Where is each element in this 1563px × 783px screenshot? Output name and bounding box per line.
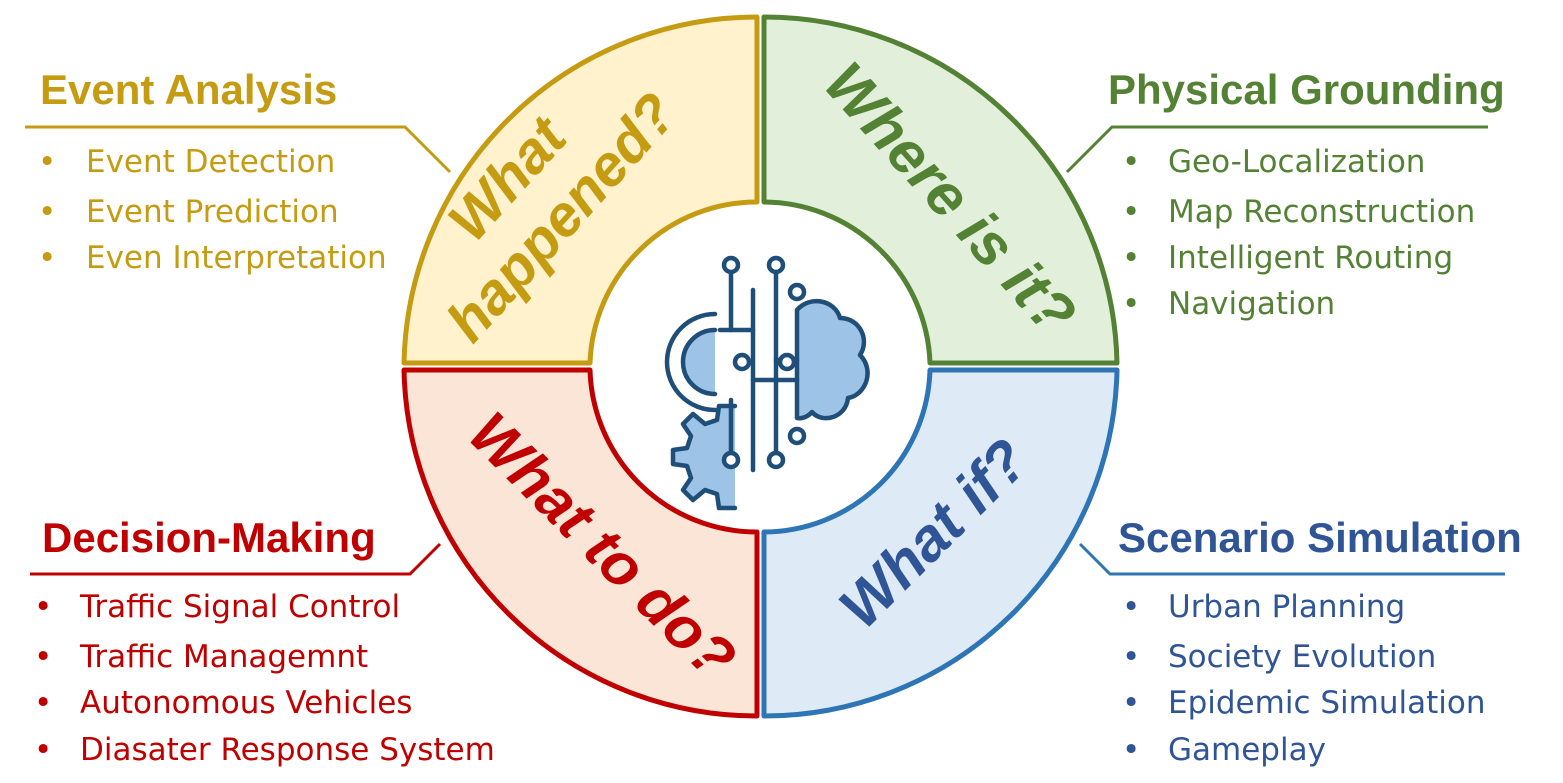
- bullet: •: [34, 732, 52, 768]
- leader-line-scenario-simulation: [1078, 542, 1505, 576]
- leader-line-decision-making: [30, 542, 442, 576]
- list-item: Gameplay: [1168, 732, 1326, 768]
- quadrant-top-left: [401, 14, 760, 366]
- bullet: •: [34, 639, 52, 675]
- list-item: Traffic Managemnt: [79, 639, 368, 675]
- list-item: Even Interpretation: [86, 240, 387, 276]
- list-item: Traffic Signal Control: [79, 589, 400, 625]
- leader-line-event-analysis: [25, 125, 452, 174]
- list-item: Navigation: [1168, 286, 1335, 322]
- heading-physical-grounding: Physical Grounding: [1108, 66, 1505, 113]
- bullet: •: [1122, 286, 1140, 322]
- bullet: •: [1122, 639, 1140, 675]
- panel-decision-making: Decision-Making • Traffic Signal Control…: [30, 514, 495, 768]
- panel-event-analysis: Event Analysis • Event Detection • Event…: [25, 66, 452, 276]
- heading-decision-making: Decision-Making: [42, 514, 376, 561]
- list-item: Map Reconstruction: [1168, 194, 1475, 230]
- heading-scenario-simulation: Scenario Simulation: [1118, 514, 1522, 561]
- bullet: •: [1122, 589, 1140, 625]
- gear-icon: [670, 403, 738, 511]
- list-item: Society Evolution: [1168, 639, 1436, 675]
- list-item: Geo-Localization: [1168, 144, 1425, 180]
- list-item: Urban Planning: [1168, 589, 1405, 625]
- bullet: •: [34, 685, 52, 721]
- bullet: •: [38, 240, 56, 276]
- leader-line-physical-grounding: [1065, 125, 1488, 174]
- list-item: Autonomous Vehicles: [80, 685, 412, 721]
- quadrant-bottom-left: [401, 367, 760, 719]
- list-item: Diasater Response System: [80, 732, 495, 768]
- ai-brain-gear-circuit-icon: [664, 255, 870, 511]
- bullet: •: [38, 144, 56, 180]
- heading-event-analysis: Event Analysis: [40, 66, 337, 113]
- list-item: Intelligent Routing: [1168, 240, 1453, 276]
- bullet: •: [1122, 144, 1140, 180]
- list-item: Epidemic Simulation: [1168, 685, 1485, 721]
- ring: [401, 14, 1120, 719]
- panel-physical-grounding: Physical Grounding • Geo-Localization • …: [1065, 66, 1505, 322]
- list-item: Event Detection: [86, 144, 335, 180]
- list-item: Event Prediction: [86, 194, 339, 230]
- quadrant-top-right: [761, 14, 1120, 366]
- bullet: •: [34, 589, 52, 625]
- quadrant-bottom-right: [761, 367, 1120, 719]
- bullet: •: [1122, 240, 1140, 276]
- bullet: •: [1122, 732, 1140, 768]
- bullet: •: [1122, 194, 1140, 230]
- panel-scenario-simulation: Scenario Simulation • Urban Planning • S…: [1078, 514, 1522, 768]
- bullet: •: [1122, 685, 1140, 721]
- brain-icon: [794, 298, 870, 421]
- bullet: •: [38, 194, 56, 230]
